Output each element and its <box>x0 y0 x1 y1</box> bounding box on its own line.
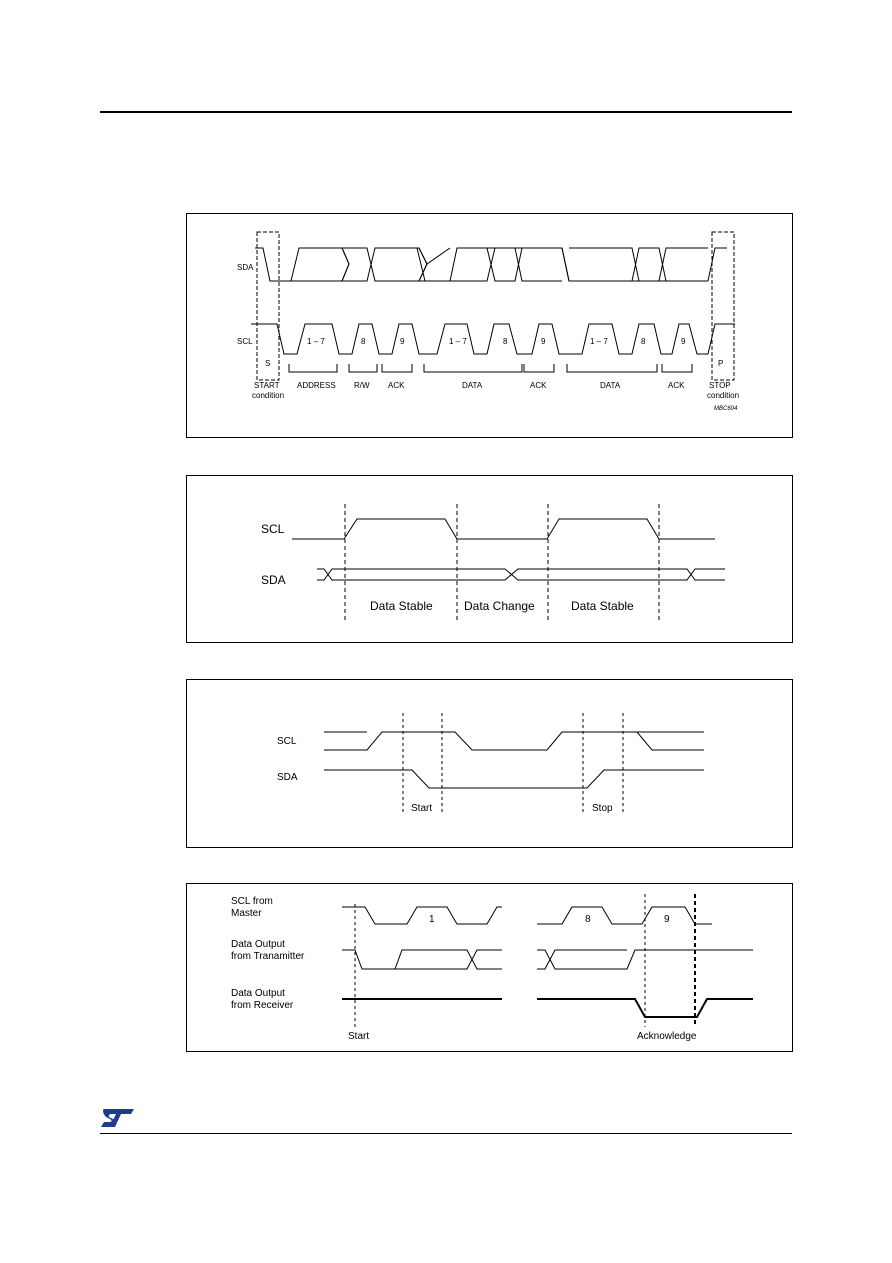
bit-group-label: 1 – 7 <box>449 337 467 346</box>
st-logo-icon <box>100 1107 136 1129</box>
phase-label-ack: ACK <box>668 381 685 390</box>
transmitter-waveform <box>342 949 502 970</box>
phase-label-data-change: Data Change <box>464 599 535 613</box>
signal-label-scl: SCL <box>261 522 285 536</box>
sda-waveform-low <box>317 568 725 581</box>
signal-label-scl: SCL <box>237 337 253 346</box>
scl-waveform <box>251 323 735 355</box>
clock-number: 1 <box>429 914 435 925</box>
signal-label-sda: SDA <box>277 772 298 783</box>
phase-label-start: START <box>254 381 280 390</box>
start-marker: S <box>265 359 270 368</box>
signal-label-sda: SDA <box>261 573 286 587</box>
signal-label: from Tranamitter <box>231 951 305 962</box>
signal-label: Master <box>231 908 262 919</box>
signal-label: from Receiver <box>231 1000 294 1011</box>
acknowledge-marker: Acknowledge <box>637 1031 697 1042</box>
sda-data2-waveform <box>561 247 708 282</box>
phase-label-ack: ACK <box>530 381 547 390</box>
bit-group-label: 9 <box>541 337 546 346</box>
figure-i2c-bus-protocol: SDA SCL S P 1 – 7 8 9 1 – 7 8 9 1 – 7 8 … <box>186 213 793 438</box>
start-marker: Start <box>411 803 432 814</box>
bit-group-label: 1 – 7 <box>590 337 608 346</box>
clock-number: 9 <box>664 914 670 925</box>
stop-marker: Stop <box>592 803 613 814</box>
start-marker: Start <box>348 1031 369 1042</box>
phase-label-stop-condition: condition <box>707 391 739 400</box>
figure-acknowledge-timing: SCL from Master Data Output from Tranami… <box>186 883 793 1052</box>
phase-label-ack: ACK <box>388 381 405 390</box>
figure-data-validity: SCL SDA Data Stable Data Change Data Sta… <box>186 475 793 643</box>
sda-waveform <box>324 769 704 789</box>
scl-waveform <box>292 518 715 540</box>
phase-label-data: DATA <box>462 381 483 390</box>
signal-label: Data Output <box>231 988 285 999</box>
bit-group-label: 9 <box>681 337 686 346</box>
signal-label: SCL from <box>231 896 273 907</box>
stop-marker: P <box>718 359 723 368</box>
receiver-waveform <box>537 998 753 1018</box>
clock-number: 8 <box>585 914 591 925</box>
phase-label-data-stable: Data Stable <box>571 599 634 613</box>
footer-rule <box>100 1133 792 1134</box>
signal-label-sda: SDA <box>237 263 254 272</box>
figure-start-stop-condition: SCL SDA Start Stop <box>186 679 793 848</box>
bit-group-label: 8 <box>503 337 508 346</box>
sda-waveform-low <box>291 247 428 282</box>
signal-label-scl: SCL <box>277 736 297 747</box>
phase-label-rw: R/W <box>354 381 370 390</box>
bit-group-label: 9 <box>400 337 405 346</box>
sda-data1-waveform <box>416 247 562 282</box>
sda-waveform-high <box>317 568 725 581</box>
phase-label-data-stable: Data Stable <box>370 599 433 613</box>
header-rule <box>100 111 792 113</box>
bit-group-label: 8 <box>641 337 646 346</box>
signal-label: Data Output <box>231 939 285 950</box>
start-condition-box <box>256 231 280 381</box>
phase-label-address: ADDRESS <box>297 381 336 390</box>
bit-group-label: 8 <box>361 337 366 346</box>
stop-condition-box <box>711 231 735 381</box>
phase-label-start-condition: condition <box>252 391 284 400</box>
scl-waveform <box>324 731 704 751</box>
scl-waveform <box>537 906 712 925</box>
phase-label-stop: STOP <box>709 381 731 390</box>
figure-code: MBC604 <box>714 406 738 412</box>
transmitter-waveform <box>537 949 753 970</box>
phase-label-data: DATA <box>600 381 621 390</box>
scl-waveform <box>342 906 502 925</box>
bit-group-label: 1 – 7 <box>307 337 325 346</box>
